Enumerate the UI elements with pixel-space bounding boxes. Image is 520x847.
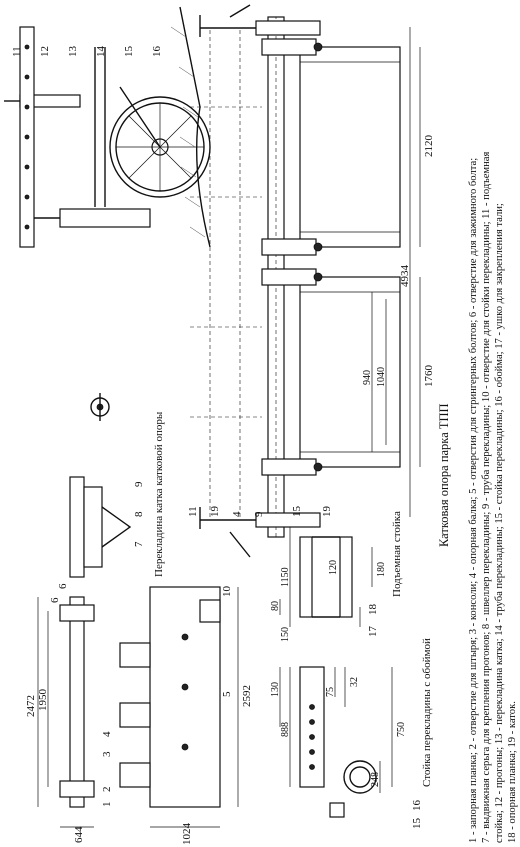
hand-wheel: [109, 86, 211, 198]
dim-120: 120: [328, 560, 339, 575]
dim-888: 888: [280, 722, 291, 737]
crossbar-channel: [83, 486, 103, 568]
lift-view: 80 150 1150 120 180 17 18 Подъемная стой…: [270, 511, 403, 642]
label-10: 10: [221, 586, 233, 598]
main-part-labels: 11 12 13 14 15 16 11 19 4 9 15 19: [11, 46, 333, 518]
stand-view: 888 130 75 32 248 750 15 16 Стойка перек…: [270, 638, 433, 829]
label-9: 9: [253, 511, 265, 517]
dim-2472: 2472: [25, 695, 37, 717]
roller-2: [299, 46, 401, 248]
label-4: 4: [231, 511, 243, 517]
dim-150: 150: [280, 627, 291, 642]
main-view: 4934 2120 1760 1040 940 11 12 13 14 15 1…: [4, 4, 435, 558]
dim-1040: 1040: [376, 367, 387, 387]
stand-tube: [299, 666, 325, 788]
crossbar-labels: 6 7 8 9: [57, 481, 145, 589]
dim-4934: 4934: [399, 265, 411, 288]
label-15-left: 15: [291, 506, 303, 518]
lift-dimensions: [279, 527, 373, 627]
support-beam-plan: [69, 596, 85, 808]
roller-1: [299, 276, 401, 468]
dim-248: 248: [370, 772, 381, 787]
label-16-stand: 16: [411, 800, 423, 812]
label-5: 5: [221, 691, 233, 697]
dim-1150: 1150: [280, 567, 291, 587]
dim-130: 130: [270, 682, 281, 697]
clamp-box: [329, 802, 345, 818]
label-19-bottom: 19: [321, 506, 333, 518]
label-7: 7: [133, 541, 145, 547]
stand-clamp-ring: [343, 760, 377, 794]
beam-dimensions: [37, 587, 239, 828]
main-dimensions: [371, 27, 421, 517]
label-8: 8: [133, 511, 145, 517]
dim-180: 180: [376, 562, 387, 577]
stand-dimensions: [279, 667, 393, 793]
label-11-left: 11: [187, 506, 199, 517]
dim-2120: 2120: [423, 135, 435, 158]
rail-top: [19, 26, 35, 248]
legend-line-3: стойка; 12 - прогоны; 13 - перекладина к…: [494, 203, 505, 843]
label-16-top: 16: [151, 46, 163, 58]
label-17: 17: [367, 626, 379, 638]
dim-32: 32: [349, 677, 360, 687]
dim-644: 644: [73, 826, 85, 843]
label-6-beam: 6: [49, 597, 61, 603]
label-1: 1: [101, 802, 113, 808]
beam-view: 2472 1950 2592 644 1024 1 2 3 4 5 6 10: [25, 586, 253, 846]
label-13: 13: [67, 46, 79, 58]
label-11-top: 11: [11, 46, 23, 57]
label-4-beam: 4: [101, 731, 113, 737]
crossbar-tube: [69, 476, 85, 578]
crossbar-view: 6 7 8 9 Перекладина катка катковой опоры: [57, 411, 165, 589]
embankment: [170, 6, 211, 248]
drawing-title: Катковая опора парка ТПП: [437, 403, 451, 547]
dim-2592: 2592: [241, 685, 253, 707]
label-2: 2: [101, 787, 113, 793]
legend-line-2: 7 - выдвижная серьга для крепления прого…: [481, 152, 492, 843]
legend-line-4: 18 - опорная планка; 19 - каток.: [507, 701, 518, 843]
label-19-left: 19: [209, 506, 221, 518]
legend: 1 - запорная планка; 2 - отверстие для ш…: [468, 152, 518, 843]
label-18: 18: [367, 604, 379, 616]
lift-plate: [339, 536, 353, 618]
support-beam-side: [149, 586, 221, 808]
label-15-stand: 15: [411, 818, 423, 830]
dim-1950: 1950: [37, 689, 49, 712]
stand-labels: 15 16: [411, 800, 423, 830]
lift-post: [299, 536, 313, 618]
label-9-crossbar: 9: [133, 481, 145, 487]
caption-crossbar-rollers: Перекладина катка катковой опоры: [153, 411, 165, 577]
dim-1760: 1760: [423, 365, 435, 388]
dim-75: 75: [325, 687, 336, 697]
label-6-crossbar: 6: [57, 583, 69, 589]
label-15-top: 15: [123, 46, 135, 58]
label-14: 14: [95, 46, 107, 58]
legend-line-1: 1 - запорная планка; 2 - отверстие для ш…: [468, 158, 479, 843]
caption-crossbar-stand: Стойка перекладины с обоймой: [421, 638, 433, 787]
caption-lift-stand: Подъемная стойка: [391, 511, 403, 597]
label-3: 3: [101, 751, 113, 757]
beam-part-labels: 1 2 3 4 5 6 10: [49, 586, 233, 808]
label-12: 12: [39, 46, 51, 57]
lift-labels: 17 18: [367, 604, 379, 638]
emblem-icon: [90, 393, 110, 421]
dim-1024: 1024: [181, 823, 193, 846]
dim-750: 750: [396, 722, 407, 737]
dim-80: 80: [270, 601, 281, 611]
dim-940: 940: [362, 370, 373, 385]
